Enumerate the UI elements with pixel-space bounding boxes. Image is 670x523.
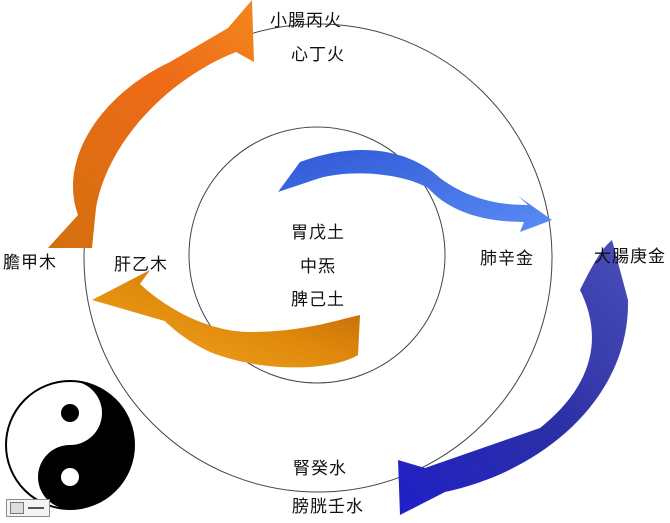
arrow-fire [48,0,254,248]
inner-ring [188,126,446,384]
label-stomach: 胃戊土 [291,223,345,243]
arrow-earth [92,270,360,368]
label-small-intestine: 小腸丙火 [270,11,342,31]
label-bladder: 膀胱壬水 [292,497,364,517]
label-spleen: 脾己土 [291,290,345,310]
arrow-water [398,240,629,515]
taskbar-button[interactable] [6,499,50,517]
label-heart: 心丁火 [291,45,345,65]
label-kidney: 腎癸水 [293,459,347,479]
outer-ring [83,23,553,493]
minimize-icon [28,507,44,509]
arrow-metal [278,150,552,232]
label-gallbladder: 膽甲木 [3,253,57,273]
window-icon [10,502,24,514]
label-large-intestine: 大腸庚金 [594,247,666,267]
label-lung: 肺辛金 [480,249,534,269]
yin-yang-icon [5,380,135,510]
label-liver: 肝乙木 [114,255,168,275]
label-center: 中炁 [300,257,336,277]
